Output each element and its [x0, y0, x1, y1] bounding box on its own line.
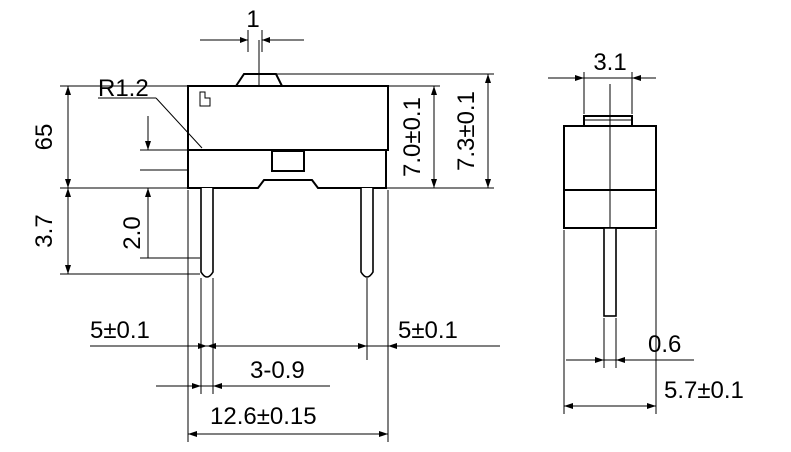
dim-57-arrow-left — [564, 403, 573, 409]
label-overall-width: 12.6±0.15 — [210, 403, 317, 430]
dim-06-arrow-left — [595, 357, 604, 363]
dim-37-arrow-bottom — [65, 265, 71, 274]
label-side-height-a: 7.0±0.1 — [399, 97, 426, 177]
dim-57-arrow-right — [647, 403, 656, 409]
base-window — [271, 150, 305, 172]
dim-09-arrow-right — [213, 383, 222, 389]
dim-top-arrow-right — [262, 37, 270, 43]
side-pin — [603, 227, 617, 317]
dim-31-arrow-left — [575, 75, 584, 81]
label-side-depth: 5.7±0.1 — [664, 377, 744, 404]
switch-base — [187, 149, 387, 189]
housing-mark — [199, 91, 211, 107]
dim-70-arrow-top — [431, 86, 437, 95]
label-pin-inset: 2.0 — [119, 216, 146, 249]
dim-09-arrow-left — [192, 383, 201, 389]
dim-top-arrow-left — [240, 37, 248, 43]
label-height-pin: 3.7 — [31, 214, 58, 247]
dim-37-arrow-top — [65, 188, 71, 197]
radius-leader — [155, 97, 203, 149]
actuator-bump — [235, 73, 283, 87]
label-height-total: 65 — [31, 124, 58, 151]
dim-20-arrow-a — [145, 141, 151, 150]
label-top-pitch: 1 — [246, 6, 259, 33]
dim-pitch-arrow-left — [207, 343, 216, 349]
front-view — [60, 30, 500, 442]
dim-pitch-arrow-right — [358, 343, 367, 349]
dim-20-arrow-b — [145, 188, 151, 197]
dim-73-arrow-top — [485, 74, 491, 83]
dim-5-right-arrow — [388, 343, 397, 349]
dim-126-arrow-right — [379, 431, 388, 437]
label-side-height-b: 7.3±0.1 — [453, 91, 480, 171]
dim-126-arrow-left — [188, 431, 197, 437]
label-radius: R1.2 — [98, 75, 149, 102]
dim-65-arrow-top — [65, 86, 71, 95]
label-side-top-width: 3.1 — [593, 49, 626, 76]
side-actuator — [583, 115, 633, 126]
side-view — [548, 72, 694, 414]
switch-housing — [187, 85, 389, 151]
label-left-offset: 5±0.1 — [90, 317, 150, 344]
left-pin — [200, 188, 214, 278]
dim-06-arrow-right — [616, 357, 625, 363]
label-right-offset: 5±0.1 — [398, 317, 458, 344]
label-side-pin-width: 0.6 — [648, 331, 681, 358]
dim-70-arrow-bottom — [431, 179, 437, 188]
dim-31-arrow-right — [632, 75, 641, 81]
dim-65-arrow-bottom — [65, 179, 71, 188]
label-pin-dim: 3-0.9 — [250, 357, 305, 384]
dim-5-left-arrow — [198, 343, 207, 349]
dim-73-arrow-bottom — [485, 179, 491, 188]
right-pin — [360, 188, 374, 278]
